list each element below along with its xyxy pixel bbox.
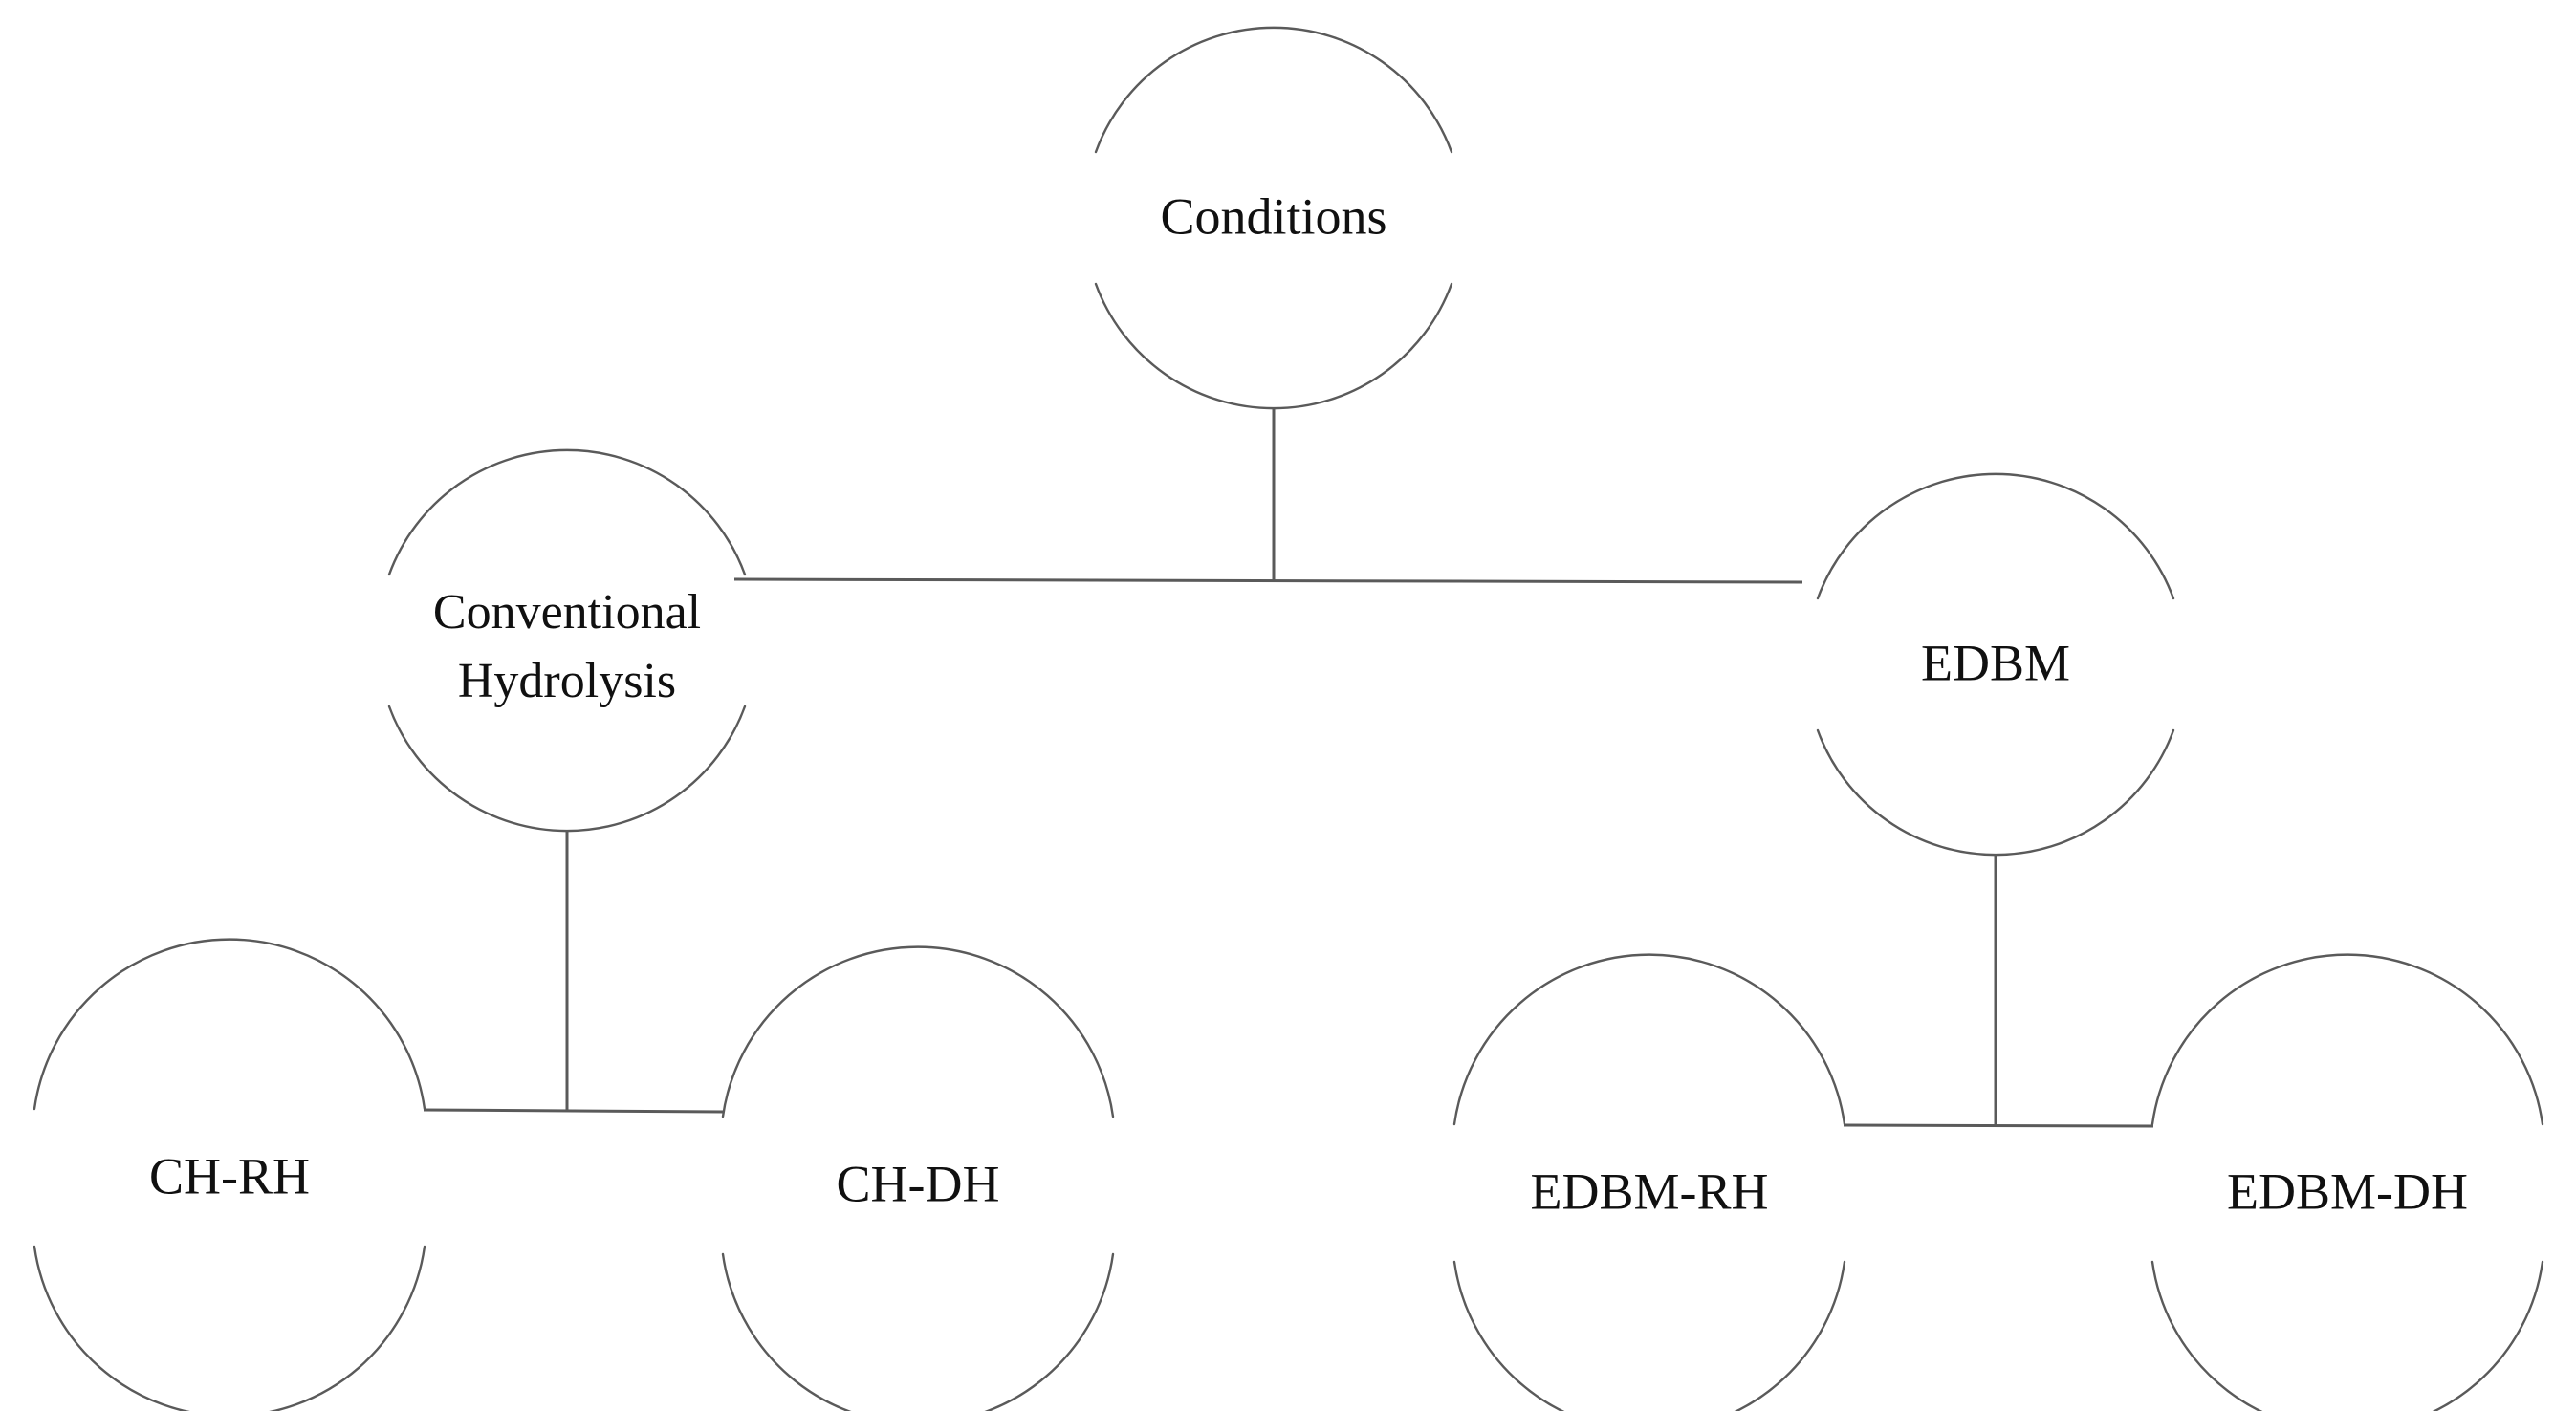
conventional-hydrolysis-arc-top (387, 448, 747, 576)
ch-dh-label: CH-DH (837, 1155, 1000, 1212)
node-edbm-rh[interactable]: EDBM-RH (1452, 953, 1846, 1411)
conditions-label: Conditions (1160, 187, 1386, 245)
ch-rh-label: CH-RH (149, 1147, 310, 1205)
edbm-arc-bottom (1816, 728, 2175, 857)
edbm-rh-arc-bottom (1452, 1260, 1846, 1411)
edbm-dh-arc-bottom (2150, 1260, 2544, 1411)
edbm-dh-label: EDBM-DH (2227, 1162, 2468, 1220)
ch-dh-arc-bottom (721, 1252, 1115, 1411)
connector-edbm-rail (1843, 1123, 2154, 1128)
edbm-rh-arc-top (1452, 953, 1846, 1126)
conventional-hydrolysis-label-line1: Conventional (433, 585, 701, 640)
connector-ch-rail (423, 1108, 725, 1114)
node-edbm[interactable]: EDBM (1816, 472, 2175, 857)
edbm-dh-arc-top (2150, 953, 2544, 1126)
conditions-arc-top (1094, 26, 1453, 154)
connector-group (423, 409, 2154, 1128)
edbm-rh-label: EDBM-RH (1530, 1162, 1768, 1220)
connector-level1-rail (733, 577, 1803, 584)
edbm-arc-top (1816, 472, 2175, 600)
ch-rh-arc-bottom (33, 1245, 426, 1411)
conventional-hydrolysis-label-line2: Hydrolysis (458, 654, 676, 708)
node-conventional-hydrolysis[interactable]: Conventional Hydrolysis (387, 448, 747, 833)
conditions-arc-bottom (1094, 282, 1453, 410)
node-conditions[interactable]: Conditions (1094, 26, 1453, 410)
node-ch-rh[interactable]: CH-RH (33, 938, 426, 1411)
conventional-hydrolysis-arc-bottom (387, 705, 747, 833)
edbm-label: EDBM (1921, 634, 2070, 691)
node-edbm-dh[interactable]: EDBM-DH (2150, 953, 2544, 1411)
ch-dh-arc-top (721, 945, 1115, 1118)
node-ch-dh[interactable]: CH-DH (721, 945, 1115, 1411)
ch-rh-arc-top (33, 938, 426, 1111)
